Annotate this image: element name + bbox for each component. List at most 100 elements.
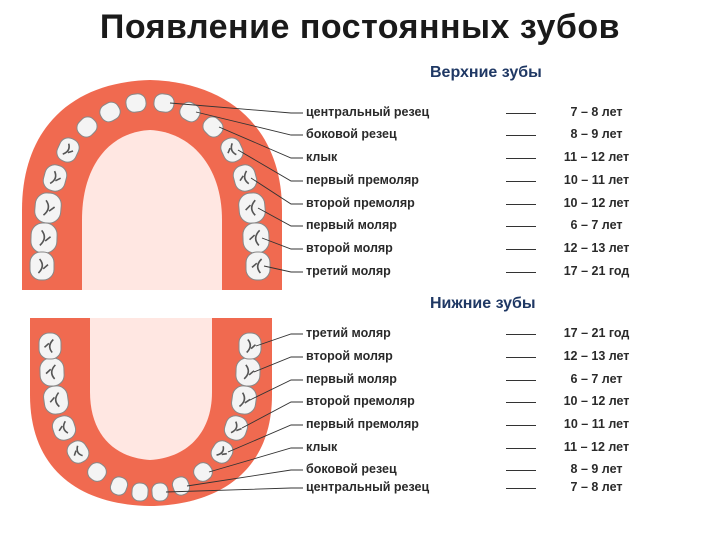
lower-tooth <box>131 482 149 502</box>
leader-line <box>208 447 303 473</box>
leader-line <box>195 111 303 136</box>
lower-row: первый моляр 6 – 7 лет <box>304 370 644 390</box>
eruption-age: 17 – 21 год <box>563 326 630 340</box>
eruption-age: 10 – 12 лет <box>563 196 630 210</box>
dash-line <box>506 380 536 381</box>
lower-tooth <box>38 332 62 360</box>
leader-line <box>263 265 303 273</box>
leader-line <box>250 177 303 205</box>
leader-line <box>241 401 303 429</box>
eruption-age: 11 – 12 лет <box>563 440 630 454</box>
upper-heading: Верхние зубы <box>430 64 542 81</box>
page-title: Появление постоянных зубов <box>99 8 621 46</box>
lower-row: первый премоляр 10 – 11 лет <box>304 415 644 435</box>
lower-teeth <box>38 332 262 502</box>
upper-tooth <box>125 93 147 113</box>
tooth-name: клык <box>306 440 338 454</box>
upper-tooth <box>30 222 58 254</box>
leader-line <box>169 102 303 114</box>
lower-tooth <box>66 440 90 464</box>
lower-tooth <box>238 332 262 360</box>
eruption-age: 8 – 9 лет <box>570 462 623 476</box>
eruption-age: 10 – 11 лет <box>563 417 630 431</box>
dash-line <box>506 113 536 114</box>
eruption-age: 12 – 13 лет <box>563 349 630 363</box>
lower-row: третий моляр 17 – 21 год <box>304 324 644 344</box>
leader-line <box>257 207 303 227</box>
leader-line <box>165 487 303 493</box>
eruption-age: 12 – 13 лет <box>563 241 630 255</box>
upper-tooth <box>232 164 258 192</box>
eruption-age: 6 – 7 лет <box>570 372 623 386</box>
eruption-age: 7 – 8 лет <box>570 480 623 494</box>
lower-tooth <box>51 415 77 441</box>
upper-tooth <box>34 192 62 224</box>
upper-tooth <box>202 116 224 138</box>
leader-line <box>227 424 303 453</box>
upper-teeth <box>29 93 271 281</box>
dash-line <box>506 402 536 403</box>
upper-row: третий моляр 17 – 21 год <box>304 262 644 282</box>
upper-row: центральный резец 7 – 8 лет <box>304 103 644 123</box>
lower-tooth <box>235 357 261 387</box>
tooth-name: второй моляр <box>306 349 393 363</box>
lower-tooth <box>210 440 234 464</box>
tooth-name: первый премоляр <box>306 173 419 187</box>
tooth-name: боковой резец <box>306 127 397 141</box>
tooth-name: третий моляр <box>306 264 391 278</box>
lower-row: клык 11 – 12 лет <box>304 438 644 458</box>
tooth-name: третий моляр <box>306 326 391 340</box>
lower-tooth <box>39 357 65 387</box>
lower-tooth <box>231 385 257 415</box>
dash-line <box>506 334 536 335</box>
leader-line <box>253 356 303 373</box>
tooth-name: второй премоляр <box>306 394 415 408</box>
upper-tooth <box>56 137 80 163</box>
tooth-name: центральный резец <box>306 105 430 119</box>
upper-palate <box>82 130 222 290</box>
upper-tooth <box>29 251 55 281</box>
dash-line <box>506 488 536 489</box>
dash-line <box>506 204 536 205</box>
leader-line <box>218 126 303 159</box>
lower-row: второй моляр 12 – 13 лет <box>304 347 644 367</box>
leader-line <box>255 333 303 347</box>
lower-tooth <box>151 482 169 502</box>
upper-tooth <box>238 192 266 224</box>
dash-line <box>506 470 536 471</box>
dash-line <box>506 272 536 273</box>
dash-line <box>506 425 536 426</box>
lower-tooth <box>109 476 129 496</box>
upper-tooth <box>220 137 244 163</box>
tooth-name: первый моляр <box>306 218 397 232</box>
upper-tooth <box>153 93 175 113</box>
upper-tooth <box>99 101 121 123</box>
eruption-age: 7 – 8 лет <box>570 105 623 119</box>
dash-line <box>506 158 536 159</box>
eruption-age: 17 – 21 год <box>563 264 630 278</box>
lower-tongue-area <box>90 318 212 460</box>
tooth-name: первый премоляр <box>306 417 419 431</box>
tooth-name: первый моляр <box>306 372 397 386</box>
dash-line <box>506 448 536 449</box>
dash-line <box>506 181 536 182</box>
leader-line <box>249 379 303 401</box>
lower-tooth <box>223 415 249 441</box>
leader-lines <box>165 102 303 493</box>
lower-tooth <box>193 462 213 482</box>
tooth-name: центральный резец <box>306 480 430 494</box>
leader-line <box>261 237 303 250</box>
upper-tooth <box>242 222 270 254</box>
upper-tooth <box>42 164 68 192</box>
lower-row: второй премоляр 10 – 12 лет <box>304 392 644 412</box>
dash-line <box>506 135 536 136</box>
leader-line <box>237 149 303 182</box>
eruption-age: 10 – 12 лет <box>563 394 630 408</box>
dash-line <box>506 357 536 358</box>
